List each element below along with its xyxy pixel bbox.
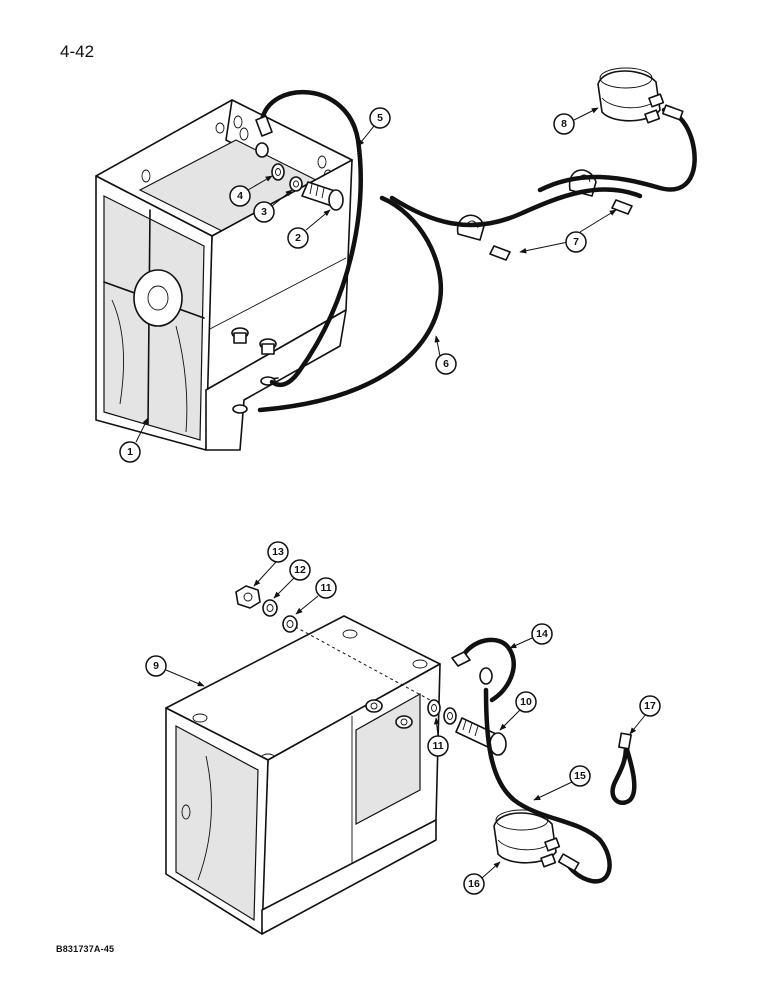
callout-17: 17 bbox=[639, 695, 661, 717]
page-number: 4-42 bbox=[60, 42, 95, 61]
drawing-code: B831737A-45 bbox=[56, 944, 115, 954]
svg-text:17: 17 bbox=[644, 700, 656, 712]
svg-text:6: 6 bbox=[443, 358, 449, 370]
callout-3: 3 bbox=[253, 201, 275, 223]
svg-text:10: 10 bbox=[520, 696, 532, 708]
callout-5: 5 bbox=[369, 107, 391, 129]
callout-2: 2 bbox=[287, 227, 309, 249]
wire-harness bbox=[537, 107, 697, 193]
callout-16: 16 bbox=[463, 873, 485, 895]
wire-5-ring bbox=[255, 142, 269, 158]
nut-part-13 bbox=[235, 585, 261, 609]
callout-1: 1 bbox=[119, 441, 141, 463]
callout-12: 12 bbox=[289, 559, 311, 581]
svg-text:5: 5 bbox=[377, 112, 383, 124]
svg-text:4: 4 bbox=[237, 190, 243, 202]
callout-11-top: 11 bbox=[315, 577, 337, 599]
svg-text:13: 13 bbox=[272, 546, 284, 558]
callout-13: 13 bbox=[267, 541, 289, 563]
callout-14: 14 bbox=[531, 623, 553, 645]
assembly-line bbox=[289, 623, 431, 701]
callout-7: 7 bbox=[565, 231, 587, 253]
bolt-part-10 bbox=[455, 717, 507, 756]
clip-part-7 bbox=[456, 214, 511, 261]
svg-text:16: 16 bbox=[468, 878, 480, 890]
svg-text:1: 1 bbox=[127, 446, 133, 458]
horn-terminal bbox=[231, 327, 249, 344]
callout-4: 4 bbox=[229, 185, 251, 207]
wire-part-6 bbox=[257, 195, 444, 413]
callout-9: 9 bbox=[145, 655, 167, 677]
horn-bottom-flange bbox=[205, 309, 347, 451]
horn-terminal bbox=[395, 715, 413, 729]
pressure-switch-part-8 bbox=[597, 67, 684, 124]
pressure-switch-part-16 bbox=[493, 809, 580, 872]
svg-text:8: 8 bbox=[561, 118, 567, 130]
bracket-hole bbox=[239, 127, 249, 141]
svg-text:12: 12 bbox=[294, 564, 306, 576]
bracket-hole bbox=[233, 115, 243, 129]
bracket-hole bbox=[215, 122, 225, 134]
wire-part-15 bbox=[483, 687, 612, 884]
horn-assembly-bottom bbox=[165, 615, 441, 935]
svg-text:14: 14 bbox=[536, 628, 548, 640]
svg-text:11: 11 bbox=[432, 740, 443, 752]
svg-text:7: 7 bbox=[573, 236, 579, 248]
clip-part-7 bbox=[568, 169, 633, 215]
callout-10: 10 bbox=[515, 691, 537, 713]
wire-5-terminal bbox=[255, 115, 273, 137]
horn-terminal bbox=[365, 699, 383, 713]
callout-15: 15 bbox=[569, 765, 591, 787]
bracket-hole bbox=[141, 169, 151, 183]
callout-11-bottom: 11 bbox=[427, 735, 449, 757]
wire-part-5 bbox=[259, 89, 363, 388]
washer-part-11 bbox=[282, 615, 298, 633]
lock-washer-part-3 bbox=[289, 176, 303, 192]
svg-text:11: 11 bbox=[320, 582, 331, 594]
washer-part-4 bbox=[271, 163, 285, 181]
horn-assembly-top bbox=[95, 99, 353, 451]
bolt-part-2 bbox=[301, 181, 344, 211]
wire-part-17 bbox=[610, 743, 637, 806]
horn-terminal bbox=[259, 338, 277, 355]
wire-14-ring bbox=[479, 667, 493, 685]
svg-text:2: 2 bbox=[295, 232, 301, 244]
callout-6: 6 bbox=[435, 353, 457, 375]
wire-harness bbox=[389, 187, 643, 228]
horn-bottom-flange bbox=[261, 819, 437, 935]
svg-text:15: 15 bbox=[574, 770, 586, 782]
wire-part-14 bbox=[459, 637, 516, 703]
wire-14-terminal bbox=[451, 651, 471, 667]
svg-text:3: 3 bbox=[261, 206, 267, 218]
lock-washer-part-12 bbox=[262, 599, 278, 617]
wire-17-terminal bbox=[618, 732, 632, 750]
wire-lug bbox=[232, 404, 248, 414]
callout-8: 8 bbox=[553, 113, 575, 135]
svg-text:9: 9 bbox=[153, 660, 159, 672]
washer-part-11 bbox=[427, 699, 441, 717]
lock-washer bbox=[443, 707, 457, 725]
horn-speaker-opening bbox=[175, 724, 259, 922]
horn-driver bbox=[133, 269, 183, 327]
bracket-hole bbox=[317, 155, 327, 169]
